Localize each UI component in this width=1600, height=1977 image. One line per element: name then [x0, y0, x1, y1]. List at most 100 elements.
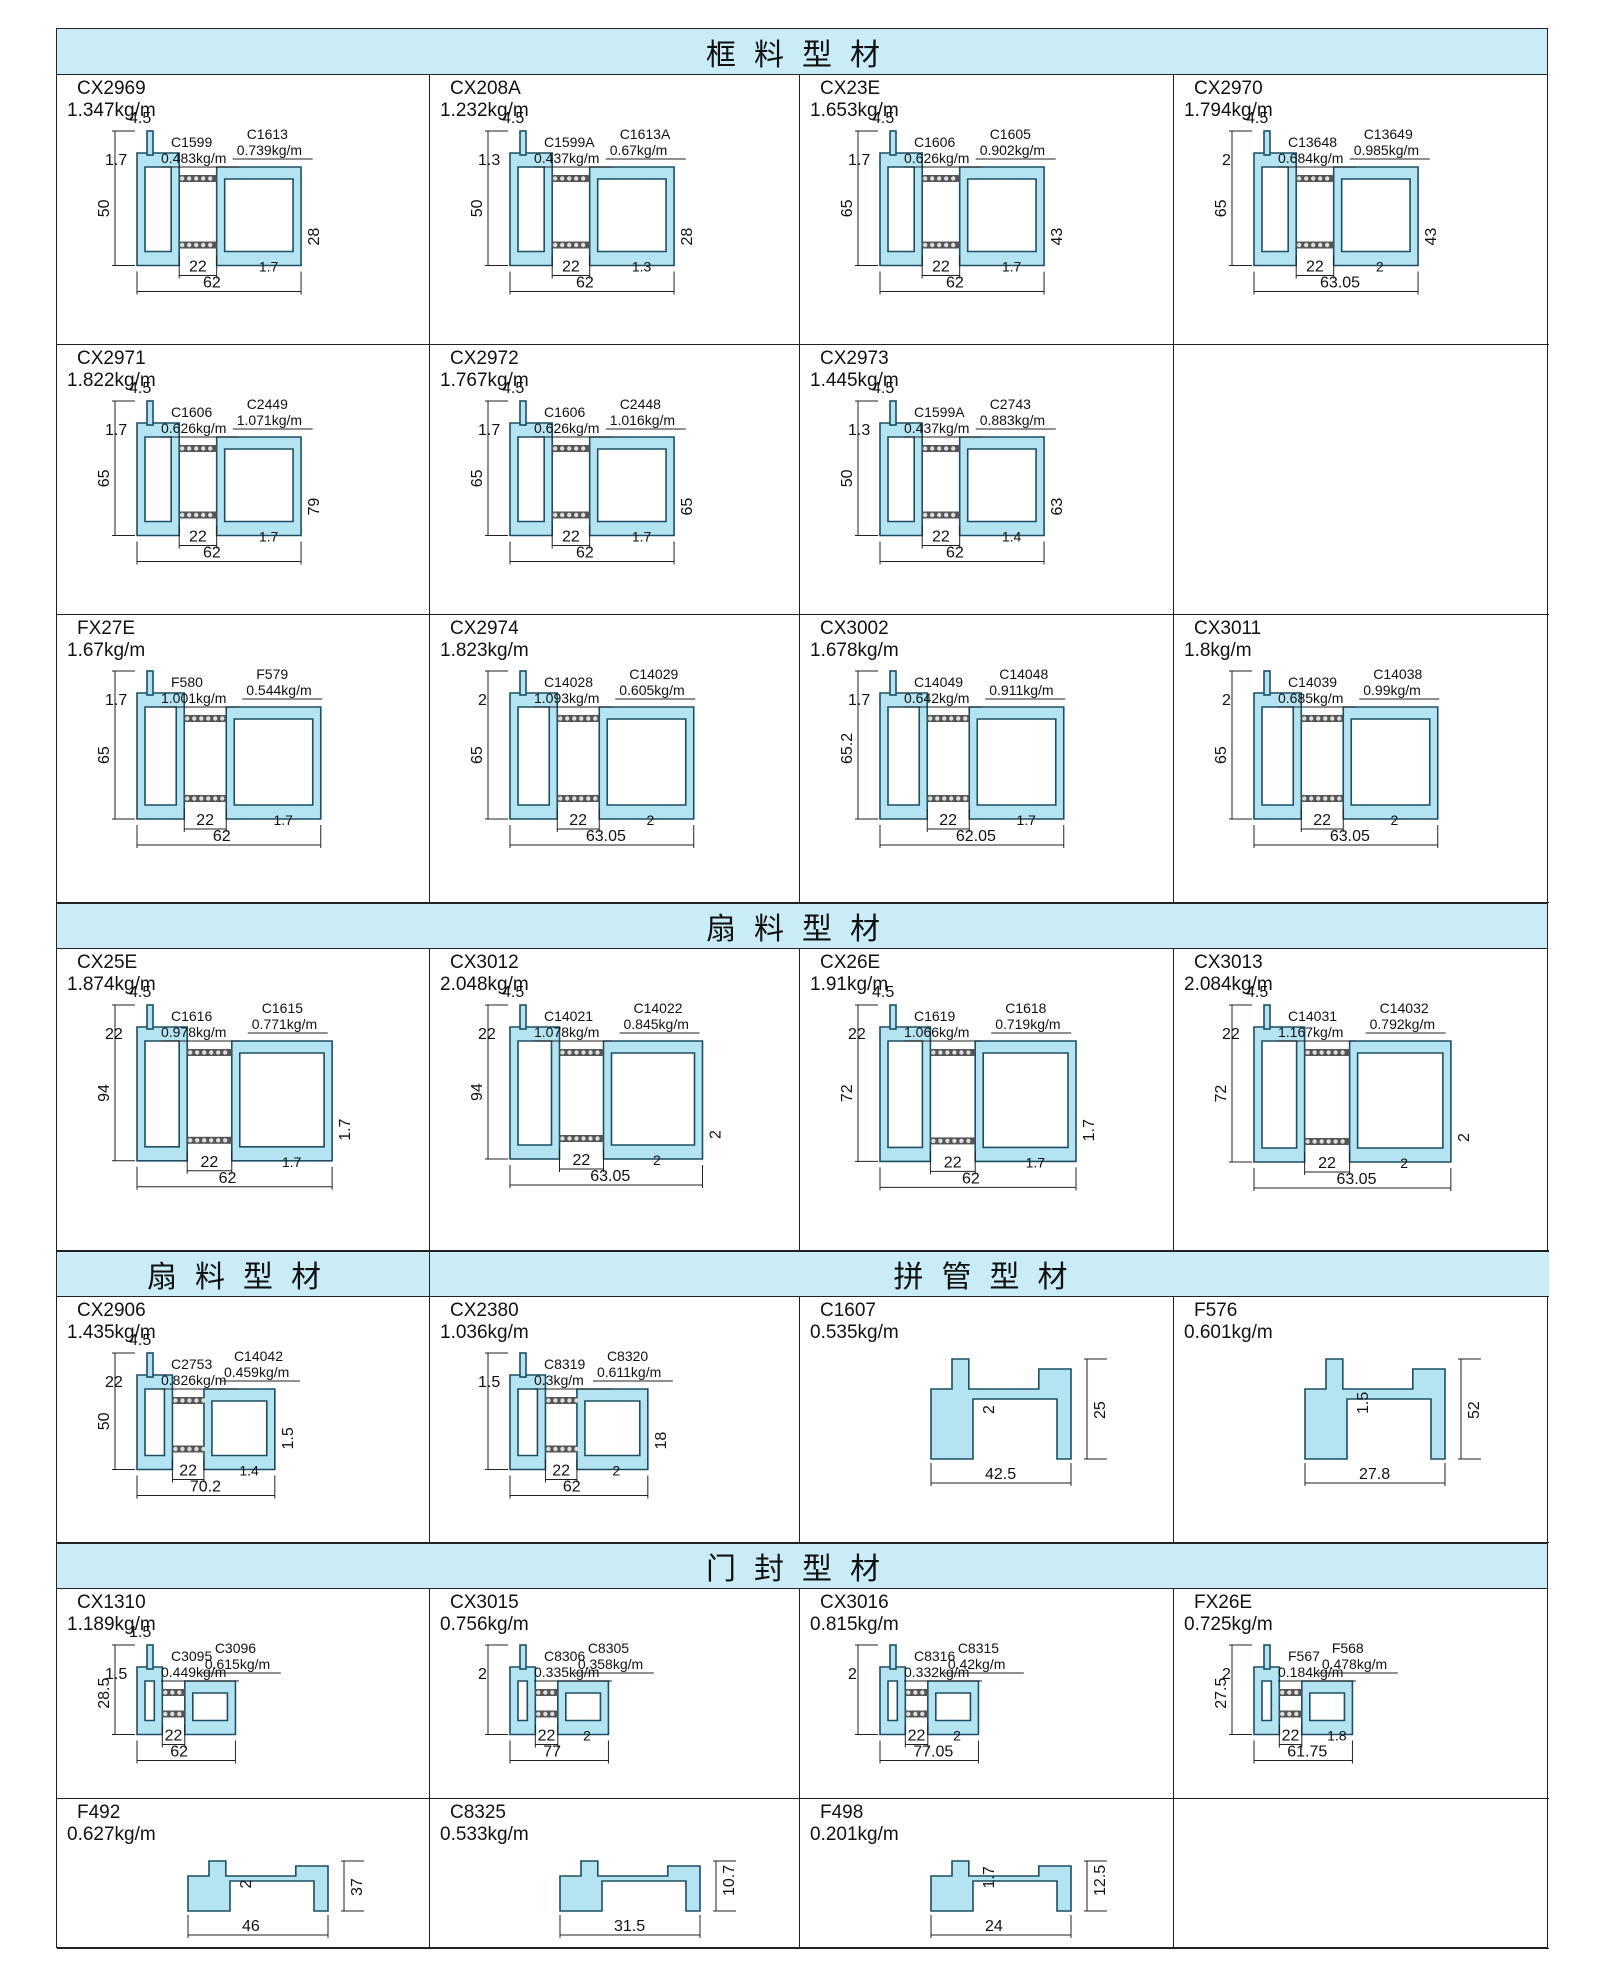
thermal-break-strip	[922, 511, 960, 519]
thermal-break-strip	[922, 175, 960, 182]
profile-weight: 1.67kg/m	[67, 640, 146, 661]
wall-thickness-label: 2	[1391, 812, 1399, 828]
wall-thickness-label: 1.4	[239, 1463, 259, 1479]
profile-section	[136, 400, 302, 537]
part-code: C8306	[544, 1648, 585, 1664]
right-height-label: 43	[1423, 228, 1440, 246]
profile-code: C8325	[450, 1802, 506, 1823]
profile-section	[187, 1860, 329, 1912]
overall-width-label: 62	[213, 828, 231, 845]
wall-thickness-label: 1.7	[259, 259, 279, 275]
thermal-break-strip	[184, 715, 227, 722]
thermal-break-strip	[187, 1049, 232, 1056]
profile-weight: 1.8kg/m	[1184, 640, 1252, 661]
overall-width-label: 63.05	[590, 1168, 630, 1185]
wall-thickness-label: 1.5	[105, 1666, 127, 1683]
profile-code: CX3016	[820, 1592, 889, 1613]
profile-code: CX2969	[77, 78, 146, 99]
strip-width-label: 22	[569, 812, 587, 829]
profile-weight: 1.435kg/m	[67, 1322, 156, 1343]
profile-weight: 1.036kg/m	[440, 1322, 529, 1343]
part-code: C1606	[544, 404, 585, 420]
section-header-mullion: 拼管型材	[430, 1251, 1549, 1297]
wall-thickness-label: 1.8	[1327, 1728, 1347, 1744]
part-code: C8319	[544, 1356, 585, 1372]
part-weight: 0.67kg/m	[610, 142, 668, 158]
height-label: 27.5	[1213, 1678, 1230, 1709]
profile-weight: 1.445kg/m	[810, 370, 899, 391]
lip-width-label: 4.5	[872, 110, 894, 127]
part-weight: 0.544kg/m	[246, 682, 311, 698]
part-weight: 0.626kg/m	[534, 420, 599, 436]
thermal-break-strip	[545, 1445, 579, 1453]
height-label: 94	[469, 1083, 486, 1101]
part-weight: 1.001kg/m	[161, 690, 226, 706]
wall-thickness-label: 2	[238, 1880, 255, 1889]
profile-drawing: 31.510.7	[559, 1860, 738, 1938]
profile-weight: 0.627kg/m	[67, 1824, 156, 1845]
lip-width-label: 4.5	[872, 984, 894, 1001]
part-code: C2743	[990, 396, 1031, 412]
strip-width-label: 22	[1318, 1155, 1336, 1172]
profile-drawing: 62.052265.21.71.7C140490.642kg/mC140480.…	[839, 666, 1066, 848]
overall-width-label: 62	[576, 545, 594, 562]
height-label: 65	[96, 469, 113, 487]
profile-weight: 1.794kg/m	[1184, 100, 1273, 121]
profile-code: FX26E	[1194, 1592, 1253, 1613]
part-code: C8320	[607, 1348, 648, 1364]
profile-section	[930, 1358, 1072, 1460]
part-weight: 0.42kg/m	[948, 1656, 1006, 1672]
part-weight: 0.605kg/m	[619, 682, 684, 698]
part-code: F567	[1288, 1648, 1320, 1664]
part-code: C14049	[914, 674, 963, 690]
part-weight: 0.771kg/m	[252, 1016, 317, 1032]
profile-drawing: 6222501.34.5631.4C1599A0.437kg/mC27430.8…	[839, 380, 1066, 565]
wall-thickness-label: 2	[1222, 1666, 1231, 1683]
profile-code: CX2974	[450, 618, 519, 639]
profile-section	[509, 1352, 649, 1471]
thermal-break-strip	[930, 1049, 976, 1056]
wall-thickness-label: 2	[583, 1728, 591, 1744]
right-height-label: 1.7	[337, 1118, 354, 1140]
overall-width-label: 62.05	[956, 828, 996, 845]
wall-thickness-label: 2	[981, 1405, 998, 1414]
thermal-break-strip	[552, 241, 590, 249]
strip-width-label: 22	[200, 1154, 218, 1171]
profile-weight: 1.823kg/m	[440, 640, 529, 661]
wall-thickness-label: 1.7	[848, 692, 870, 709]
wall-thickness-label: 2	[478, 1666, 487, 1683]
profile-section	[1253, 130, 1419, 267]
thermal-break-strip	[187, 1136, 232, 1144]
wall-thickness-label: 22	[105, 1374, 123, 1391]
part-code: C1619	[914, 1008, 955, 1024]
part-weight: 0.883kg/m	[980, 412, 1045, 428]
wall-thickness-label: 1.7	[1002, 259, 1022, 275]
lip-width-label: 4.5	[872, 380, 894, 397]
wall-thickness-label: 1.7	[981, 1866, 998, 1888]
thermal-break-strip	[172, 1397, 206, 1404]
empty-cell	[1174, 1799, 1549, 1949]
part-weight: 0.739kg/m	[237, 142, 302, 158]
profile-section	[879, 130, 1045, 267]
lip-width-label: 4.5	[129, 984, 151, 1001]
part-weight: 1.093kg/m	[534, 690, 599, 706]
wall-thickness-label: 2	[647, 812, 655, 828]
part-weight: 0.642kg/m	[904, 690, 969, 706]
height-label: 50	[469, 199, 486, 217]
profile-code: CX23E	[820, 78, 881, 99]
overall-width-label: 62	[203, 275, 221, 292]
profile-section	[509, 130, 675, 267]
